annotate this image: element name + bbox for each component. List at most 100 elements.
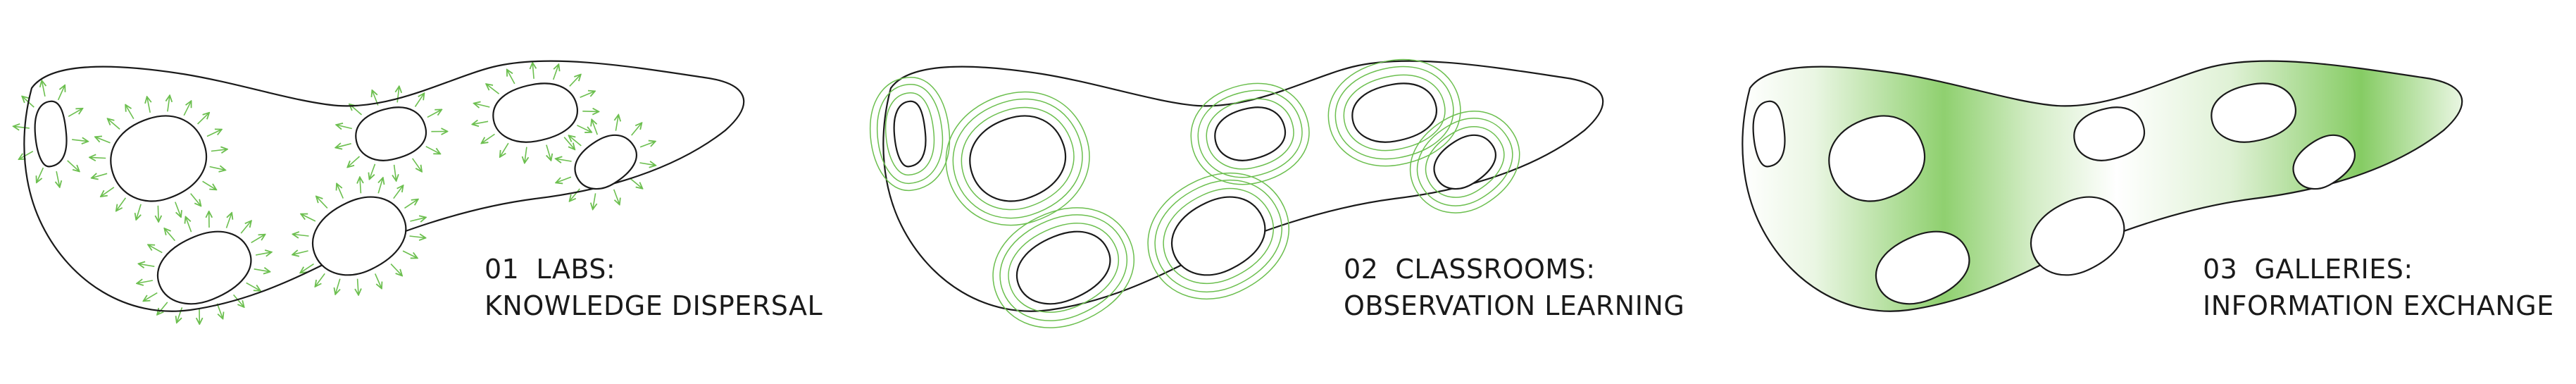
dispersal-arrow — [57, 86, 65, 101]
observation-ring — [1008, 223, 1120, 313]
dispersal-arrow — [390, 264, 401, 275]
dispersal-arrow — [370, 163, 376, 179]
dispersal-arrow — [137, 204, 142, 219]
space-opening — [893, 100, 927, 168]
dispersal-arrow — [639, 163, 655, 166]
dispersal-arrow — [14, 126, 30, 128]
dispersal-arrow — [149, 245, 163, 254]
space-opening — [2211, 82, 2296, 143]
space-opening — [2030, 196, 2125, 276]
dispersal-arrow — [631, 123, 642, 136]
dispersal-arrow — [569, 136, 582, 147]
panel-3-subtitle: INFORMATION EXCHANGE — [2203, 290, 2554, 321]
observation-ring — [1425, 126, 1505, 198]
dispersal-arrow — [525, 147, 527, 163]
dispersal-arrow — [56, 171, 59, 187]
dispersal-arrow — [183, 101, 191, 116]
dispersal-arrow — [144, 292, 158, 301]
dispersal-arrow — [394, 164, 396, 180]
dispersal-arrow — [402, 250, 417, 258]
dispersal-arrow — [592, 120, 599, 135]
dispersal-arrow — [293, 251, 308, 254]
dispersal-arrow — [139, 264, 155, 267]
dispersal-arrow — [232, 294, 244, 306]
dispersal-arrow — [96, 137, 111, 144]
observation-ring — [1343, 74, 1446, 151]
dispersal-arrow — [577, 125, 591, 132]
dispersal-arrow — [68, 109, 82, 117]
space-opening — [1752, 100, 1786, 168]
lab-spaces — [34, 82, 637, 305]
dispersal-arrow — [202, 180, 216, 190]
dispersal-arrow — [251, 235, 265, 244]
dispersal-arrow — [336, 278, 340, 294]
dispersal-arrows — [14, 63, 655, 323]
dispersal-arrow — [615, 116, 618, 131]
dispersal-arrow — [90, 157, 106, 158]
dispersal-arrow — [475, 104, 490, 107]
dispersal-arrow — [101, 187, 115, 197]
space-opening — [1828, 115, 1926, 202]
dispersal-arrow — [613, 189, 620, 204]
observation-ring — [952, 98, 1083, 219]
observation-ring — [876, 84, 944, 185]
dispersal-arrow — [246, 282, 260, 290]
observation-ring — [1206, 98, 1294, 170]
panel-2-subtitle: OBSERVATION LEARNING — [1344, 290, 1684, 321]
space-opening — [355, 106, 427, 161]
dispersal-arrow — [552, 65, 558, 80]
observation-ring — [999, 214, 1127, 321]
space-opening — [1015, 230, 1111, 305]
dispersal-arrow — [348, 156, 361, 167]
dispersal-arrow — [294, 235, 309, 237]
panel-1-subtitle: KNOWLEDGE DISPERSAL — [484, 290, 823, 321]
dispersal-arrow — [410, 218, 425, 221]
dispersal-arrow — [72, 140, 87, 142]
space-opening — [492, 82, 578, 143]
observation-rings — [869, 58, 1520, 328]
space-opening — [34, 100, 68, 168]
dispersal-arrow — [393, 186, 403, 199]
dispersal-arrow — [216, 303, 223, 318]
dispersal-arrow — [593, 193, 596, 209]
observation-ring — [1163, 187, 1274, 284]
dispersal-arrow — [158, 302, 168, 314]
dispersal-arrow — [404, 199, 418, 209]
dispersal-arrow — [168, 96, 170, 112]
dispersal-arrow — [67, 160, 79, 171]
dispersal-arrow — [175, 202, 181, 217]
floor-plan-outline — [882, 60, 1604, 312]
dispersal-arrow — [639, 142, 655, 148]
dispersal-arrow — [556, 176, 572, 182]
space-opening — [1214, 106, 1287, 161]
floor-plan-outline — [23, 60, 745, 312]
dispersal-arrow — [507, 70, 515, 85]
space-opening — [110, 115, 208, 202]
observation-ring — [1147, 172, 1290, 300]
dispersal-arrow — [240, 221, 251, 234]
dispersal-arrow — [532, 63, 534, 79]
gallery-spaces — [1752, 82, 2356, 305]
observation-ring — [1190, 82, 1310, 185]
space-opening — [1433, 134, 1496, 190]
dispersal-arrow — [630, 178, 642, 188]
dispersal-arrow — [147, 97, 150, 113]
space-opening — [1875, 230, 1970, 305]
dispersal-arrow — [126, 106, 135, 120]
dispersal-arrow — [337, 125, 352, 128]
dispersal-arrow — [546, 144, 551, 160]
dispersal-arrow — [301, 214, 316, 222]
dispersal-arrow — [556, 159, 572, 161]
dispersal-arrow — [563, 137, 574, 149]
dispersal-arrow — [255, 252, 271, 255]
dispersal-arrow — [482, 133, 495, 142]
dispersal-arrow — [186, 218, 192, 233]
dispersal-arrow — [211, 149, 227, 151]
dispersal-arrow — [500, 142, 509, 156]
